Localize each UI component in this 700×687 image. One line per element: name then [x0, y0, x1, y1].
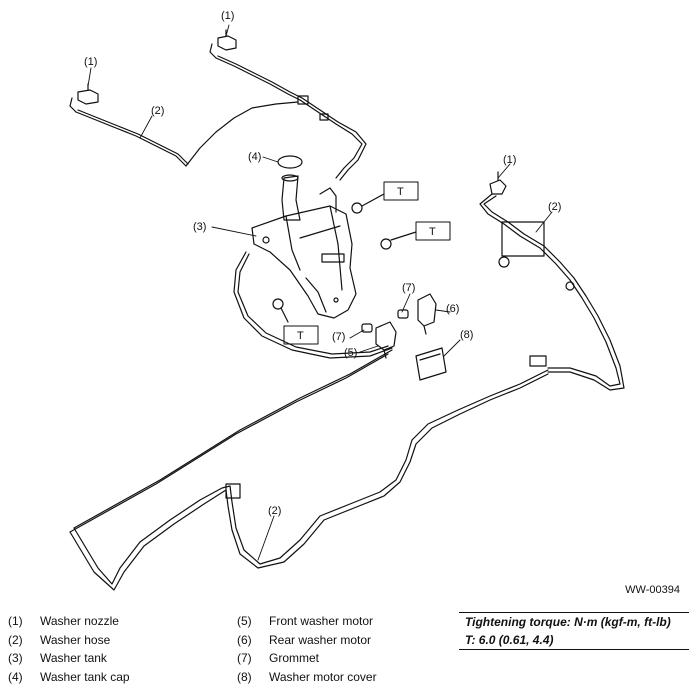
- legend-number: (2): [8, 632, 23, 647]
- legend-label: Grommet: [269, 651, 320, 665]
- legend-item: (2) Washer hose: [8, 631, 130, 650]
- washer-nozzle-top: [209, 29, 237, 59]
- legend-number: (1): [8, 614, 23, 628]
- callout-1-top: (1): [221, 10, 234, 22]
- callout-7-lower: (7): [332, 331, 345, 343]
- washer-tank: [251, 174, 357, 319]
- washer-nozzle-right: [489, 171, 507, 195]
- legend-number: (6): [237, 632, 252, 647]
- washer-hose-top-upper: [215, 55, 367, 181]
- torque-box-3: [283, 325, 319, 345]
- grommet-lower: [361, 323, 373, 333]
- tank-bolt-upper: [351, 193, 385, 214]
- torque-mark-2: T: [429, 226, 436, 238]
- figure-code: WW-00394: [625, 584, 680, 596]
- torque-mark-3: T: [297, 330, 304, 342]
- washer-motor-cover: [415, 347, 447, 381]
- torque-spec: Tightening torque: N·m (kgf-m, ft-lb) T:…: [459, 612, 689, 650]
- legend-item: (8) Washer motor cover: [237, 668, 377, 687]
- washer-hose-rear: [69, 349, 549, 591]
- legend-label: Washer tank cap: [40, 669, 130, 684]
- torque-value: T: 6.0 (0.61, 4.4): [465, 633, 554, 647]
- legend-number: (3): [8, 651, 23, 665]
- legend-item: (1) Washer nozzle: [8, 612, 130, 631]
- torque-box-2: [415, 221, 451, 241]
- legend-item: (6) Rear washer motor: [237, 631, 377, 650]
- legend-label: Front washer motor: [269, 614, 374, 628]
- legend-label: Washer nozzle: [40, 614, 119, 628]
- callout-2-right: (2): [548, 201, 561, 213]
- rear-washer-motor: [417, 293, 437, 335]
- leader-lines: [87, 24, 553, 561]
- torque-top-rule: [459, 612, 689, 613]
- callout-8: (8): [460, 329, 473, 341]
- washer-hose-left: [75, 101, 299, 167]
- washer-system-diagram: (1) (1) (1) (2) (2) (2) (3) (4) (5) (6) …: [69, 10, 625, 591]
- legend-number: (5): [237, 614, 252, 628]
- legend-number: (8): [237, 669, 252, 684]
- legend-item: (5) Front washer motor: [237, 612, 377, 631]
- callout-1-right: (1): [503, 154, 516, 166]
- washer-hose-right: [479, 193, 625, 391]
- washer-nozzle-left: [69, 83, 99, 113]
- callout-6: (6): [446, 303, 459, 315]
- legend-label: Rear washer motor: [269, 632, 372, 647]
- tank-bolt-lower: [272, 298, 289, 323]
- legend-number: (7): [237, 651, 252, 665]
- callouts: (1) (1) (1) (2) (2) (2) (3) (4) (5) (6) …: [84, 10, 561, 517]
- legend-right: (5) Front washer motor (6) Rear washer mot…: [237, 612, 377, 686]
- tank-loop-hose: [233, 251, 393, 359]
- callout-4: (4): [248, 151, 261, 163]
- torque-mark-1: T: [397, 186, 404, 198]
- callout-2-bottom: (2): [268, 505, 281, 517]
- callout-1-left: (1): [84, 56, 97, 68]
- legend-label: Washer motor cover: [269, 669, 377, 684]
- washer-tank-cap: [277, 155, 303, 169]
- callout-7-upper: (7): [402, 282, 415, 294]
- tank-bolt-right: [380, 231, 417, 250]
- torque-box-1: [383, 181, 419, 201]
- legend-item: (4) Washer tank cap: [8, 668, 130, 687]
- grommet-upper: [397, 309, 409, 319]
- legend-left: (1) Washer nozzle (2) Washer hose (3) Washe…: [8, 612, 130, 686]
- legend-label: Washer tank: [40, 651, 107, 665]
- legend-item: (3) Washer tank: [8, 649, 130, 668]
- legend-number: (4): [8, 669, 23, 684]
- torque-heading: Tightening torque: N·m (kgf-m, ft-lb): [465, 615, 671, 629]
- callout-3: (3): [193, 221, 206, 233]
- torque-bottom-rule: [459, 649, 689, 650]
- callout-2-left: (2): [151, 105, 164, 117]
- legend-label: Washer hose: [40, 632, 111, 647]
- legend-item: (7) Grommet: [237, 649, 377, 668]
- callout-5: (5): [344, 347, 357, 359]
